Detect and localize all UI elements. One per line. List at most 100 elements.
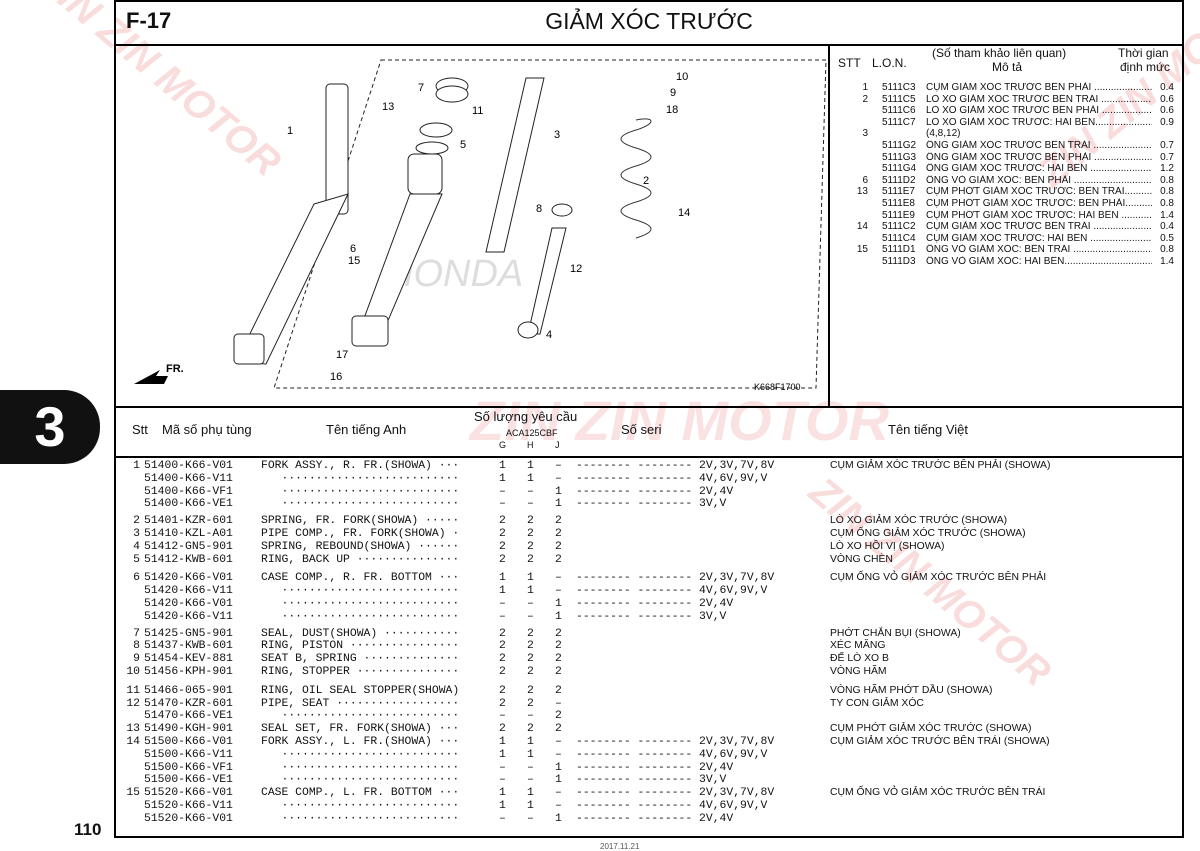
cell-en: SEAT B, SPRING ··············	[261, 653, 460, 666]
ref-cell-lon: 5111E9	[882, 209, 915, 221]
ref-cell-desc: LÒ XO GIẢM XÓC TRƯỚC: HAI BÊN...........…	[926, 116, 1152, 128]
ref-cell-lon: 5111C5	[882, 93, 916, 105]
cell-en: ··························	[261, 800, 460, 812]
cell-vn: VÒNG HÃM	[830, 666, 887, 677]
ref-cell-time: 0.9	[1160, 116, 1174, 128]
table-row: 51500-K66-VE1 ··························…	[116, 774, 1184, 787]
cell-vn: CỤM GIẢM XÓC TRƯỚC BÊN PHẢI (SHOWA)	[830, 460, 1051, 471]
cell-stt: 6	[133, 572, 140, 585]
cell-h: –	[527, 710, 534, 723]
ref-cell-time: 0.8	[1160, 174, 1174, 186]
cell-part: 51420-K66-V01	[144, 598, 233, 610]
cell-en: PIPE COMP., FR. FORK(SHOWA) ·	[261, 528, 460, 540]
cell-ser: -------- -------- 3V,V	[576, 610, 727, 623]
svg-text:13: 13	[382, 101, 394, 113]
cell-en: FORK ASSY., L. FR.(SHOWA) ···	[261, 736, 460, 748]
cell-g: 2	[499, 528, 506, 540]
cell-stt: 10	[126, 666, 140, 678]
cell-g: –	[499, 710, 506, 723]
cell-part: 51454-KEV-881	[144, 653, 233, 666]
cell-ser: -------- -------- 4V,6V,9V,V	[576, 800, 768, 812]
ref-header-stt: STT	[838, 56, 861, 70]
cell-en: ··························	[261, 598, 460, 610]
cell-part: 51500-K66-VE1	[144, 774, 233, 787]
cell-part: 51520-K66-V01	[144, 787, 233, 800]
cell-j: 1	[555, 598, 562, 610]
table-row: 51500-K66-VF1 ··························…	[116, 762, 1184, 775]
cell-h: 2	[527, 553, 534, 566]
table-row: 51520-K66-V01 ··························…	[116, 813, 1184, 826]
cell-vn: VÒNG HÃM PHỚT DẦU (SHOWA)	[830, 684, 993, 696]
svg-text:9: 9	[670, 87, 676, 99]
ref-cell-stt: 6	[862, 174, 868, 186]
cell-h: 1	[527, 748, 534, 761]
col-part-no: Mã số phụ tùng	[162, 422, 252, 437]
cell-part: 51400-K66-VE1	[144, 498, 233, 511]
cell-ser: -------- -------- 2V,3V,7V,8V	[576, 787, 775, 800]
cell-g: 1	[499, 800, 506, 812]
cell-j: 2	[555, 627, 562, 640]
ref-cell-desc: CỤM PHỚT GIẢM XÓC TRƯỚC: HAI BÊN .......…	[926, 209, 1152, 221]
page-frame: F-17 GIẢM XÓC TRƯỚC HONDA	[114, 0, 1184, 838]
page-header: F-17 GIẢM XÓC TRƯỚC	[116, 2, 1182, 46]
cell-part: 51420-K66-V11	[144, 585, 233, 598]
ref-cell-stt: 13	[856, 186, 868, 198]
cell-ser: -------- -------- 2V,3V,7V,8V	[576, 460, 775, 472]
ref-header-desc-1: (Số tham khảo liên quan)	[932, 46, 1067, 60]
svg-text:12: 12	[570, 263, 582, 275]
svg-text:2: 2	[643, 175, 649, 187]
cell-g: 2	[499, 640, 506, 653]
cell-h: 2	[527, 697, 534, 710]
table-row: 51420-K66-V11 ··························…	[116, 585, 1184, 598]
cell-part: 51400-K66-V01	[144, 460, 233, 472]
ref-cell-time: 0.8	[1160, 198, 1174, 209]
cell-h: 1	[527, 460, 534, 472]
cell-vn: XÉC MĂNG	[830, 640, 886, 652]
cell-en: ··························	[261, 710, 460, 723]
cell-vn: CỤM GIẢM XÓC TRƯỚC BÊN TRÁI (SHOWA)	[830, 736, 1050, 747]
cell-h: 2	[527, 653, 534, 666]
cell-j: 2	[555, 653, 562, 666]
ref-cell-lon: 5111D1	[882, 244, 916, 256]
cell-g: 2	[499, 653, 506, 666]
labor-reference-table: STT L.O.N. (Số tham khảo liên quan) Mô t…	[830, 44, 1184, 408]
cell-h: 1	[527, 572, 534, 585]
cell-h: 1	[527, 472, 534, 485]
col-model: ACA125CBF	[506, 428, 558, 438]
cell-part: 51500-K66-V11	[144, 748, 233, 761]
cell-g: 2	[499, 515, 506, 528]
cell-j: 2	[555, 553, 562, 566]
cell-g: 1	[499, 585, 506, 598]
cell-part: 51400-K66-VF1	[144, 485, 233, 498]
ref-cell-lon: 5111E7	[882, 186, 915, 198]
table-row: 51520-K66-V11 ··························…	[116, 800, 1184, 813]
ref-header-lon: L.O.N.	[872, 56, 907, 70]
cell-en: ··························	[261, 498, 460, 511]
cell-h: 2	[527, 666, 534, 678]
cell-h: 2	[527, 515, 534, 528]
svg-text:16: 16	[330, 371, 342, 383]
cell-vn: CỤM PHỚT GIẢM XÓC TRƯỚC (SHOWA)	[830, 723, 1032, 735]
cell-h: –	[527, 761, 534, 774]
cell-g: 1	[499, 572, 506, 585]
ref-cell-desc: ỐNG GIẢM XÓC TRƯỚC BÊN TRÁI ............…	[926, 140, 1152, 151]
cell-stt: 8	[133, 640, 140, 653]
ref-cell-time: 0.5	[1160, 232, 1174, 244]
cell-stt: 11	[126, 684, 140, 697]
svg-text:3: 3	[554, 129, 560, 141]
